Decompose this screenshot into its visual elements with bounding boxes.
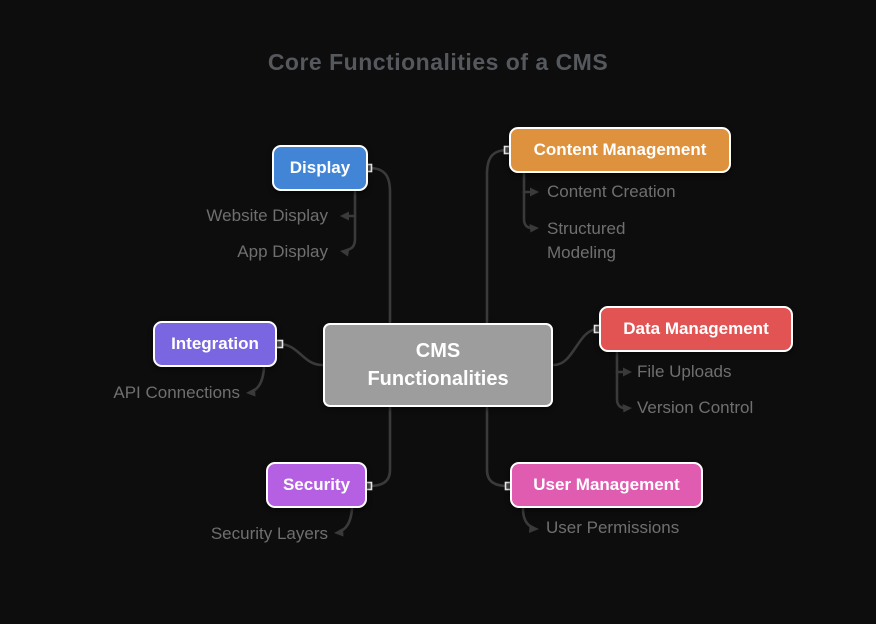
diagram-title: Core Functionalities of a CMS [267,49,609,75]
node-cms-functionalities-label: CMS Functionalities [367,340,509,390]
connector-user-children [521,507,539,533]
connector-integration-center [274,339,324,367]
node-display[interactable]: Display [272,145,368,191]
connector-center-user [485,406,514,491]
node-data-management-label: Data Management [623,319,769,338]
node-content-management-label: Content Management [533,140,707,159]
connector-display-center [363,163,392,324]
connector-integration-children [246,366,266,397]
node-content-management[interactable]: Content Management [509,127,731,173]
connector-content-center [485,145,513,324]
node-user-management[interactable]: User Management [510,462,703,508]
leaf-structured-modeling[interactable]: Structured Modeling [547,219,626,262]
node-integration-label: Integration [171,334,259,353]
leaf-content-creation[interactable]: Content Creation [547,182,676,201]
node-data-management[interactable]: Data Management [599,306,793,352]
leaf-version-control[interactable]: Version Control [637,398,754,417]
connector-center-security [363,406,392,491]
node-security-label: Security [282,475,351,494]
node-user-management-label: User Management [533,475,680,494]
leaf-website-display[interactable]: Website Display [206,206,328,225]
connector-display-children [340,190,357,257]
node-cms-functionalities[interactable]: CMS Functionalities [323,323,553,407]
node-integration[interactable]: Integration [153,321,277,367]
connector-data-children [615,351,632,413]
leaf-user-permissions[interactable]: User Permissions [546,518,680,537]
leaf-api-connections[interactable]: API Connections [113,383,240,402]
connector-center-data [552,324,603,367]
leaf-file-uploads[interactable]: File Uploads [637,362,732,381]
leaf-app-display[interactable]: App Display [237,242,328,261]
leaf-security-layers[interactable]: Security Layers [210,524,328,543]
connector-security-children [334,507,354,537]
node-display-label: Display [289,158,351,177]
node-security[interactable]: Security [266,462,367,508]
connector-content-children [522,172,539,233]
